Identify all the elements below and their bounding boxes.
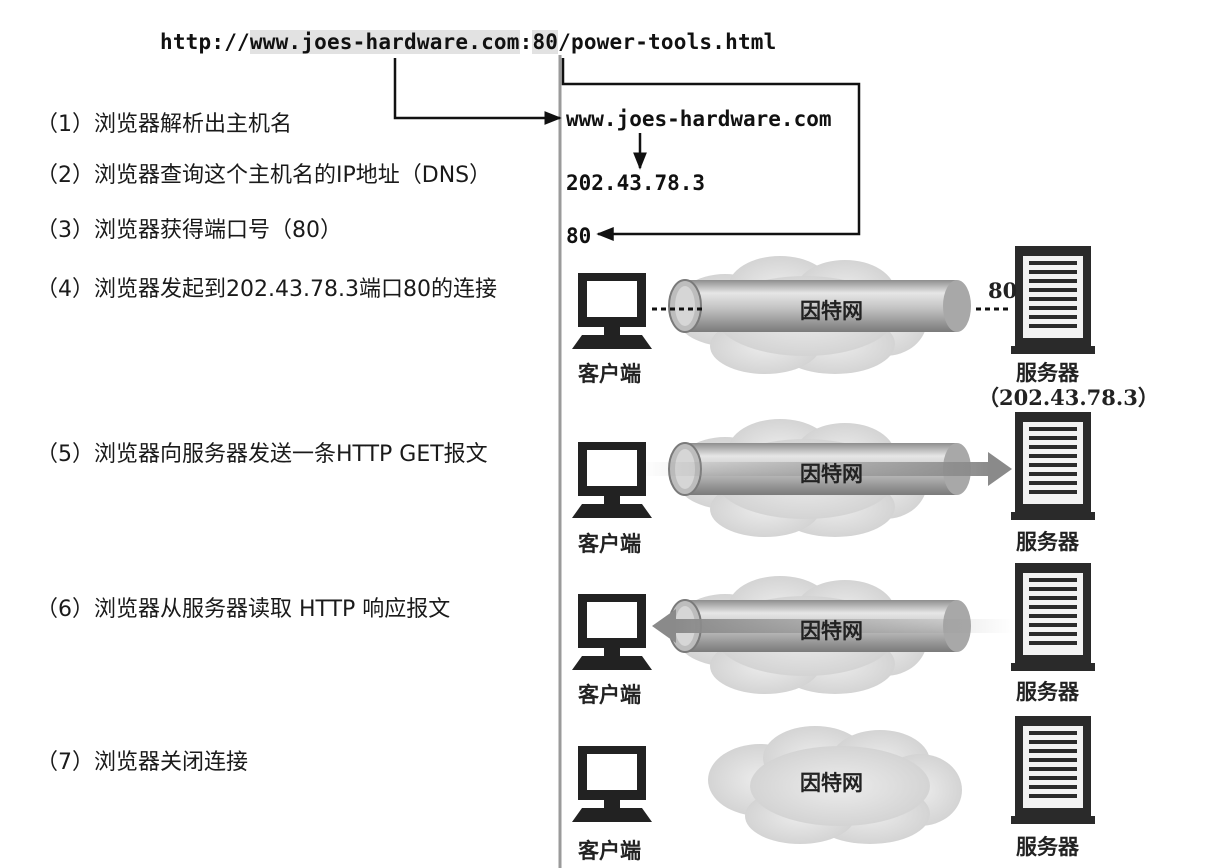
server-label-4: 服务器 <box>1016 360 1079 385</box>
client-icon-5 <box>572 442 652 518</box>
server-label-7: 服务器 <box>1016 834 1079 859</box>
client-label-7: 客户端 <box>578 838 641 863</box>
client-icon-7 <box>572 746 652 822</box>
server-icon-4 <box>1011 246 1095 354</box>
step-6-text: （6）浏览器从服务器读取 HTTP 响应报文 <box>36 597 451 622</box>
url-path: /power-tools.html <box>558 30 777 54</box>
row4-group <box>572 246 1095 374</box>
step-3-text: （3）浏览器获得端口号（80） <box>36 218 342 243</box>
resolved-port: 80 <box>566 224 592 248</box>
server-icon-7 <box>1011 716 1095 824</box>
port-arrow <box>561 58 861 241</box>
client-icon-6 <box>572 594 652 670</box>
internet-label-7: 因特网 <box>800 770 863 795</box>
resolved-ip: 202.43.78.3 <box>566 171 706 195</box>
server-label-5: 服务器 <box>1016 529 1079 554</box>
url-host: www.joes-hardware.com <box>249 30 520 54</box>
internet-label-6: 因特网 <box>800 618 863 643</box>
server-port-label: 80 <box>988 278 1018 303</box>
step-1-text: （1）浏览器解析出主机名 <box>36 112 292 137</box>
internet-label-4: 因特网 <box>800 298 863 323</box>
step-5-text: （5）浏览器向服务器发送一条HTTP GET报文 <box>36 442 488 467</box>
client-label-5: 客户端 <box>578 531 641 556</box>
row5-group <box>572 412 1095 537</box>
step-7-text: （7）浏览器关闭连接 <box>36 750 248 775</box>
url-colon: : <box>519 30 533 54</box>
client-label-4: 客户端 <box>578 361 641 386</box>
step-2-text: （2）浏览器查询这个主机名的IP地址（DNS） <box>36 163 492 188</box>
server-icon-6 <box>1011 563 1095 671</box>
url-scheme: http:// <box>160 30 250 54</box>
client-icon-4 <box>572 273 652 349</box>
url-text: http://www.joes-hardware.com:80/power-to… <box>160 30 777 54</box>
hostname-arrow <box>393 58 562 125</box>
url-port: 80 <box>532 30 559 54</box>
server-icon-5 <box>1011 412 1095 520</box>
resolved-hostname: www.joes-hardware.com <box>566 107 832 131</box>
internet-label-5: 因特网 <box>800 461 863 486</box>
client-label-6: 客户端 <box>578 682 641 707</box>
server-ip-label: （202.43.78.3） <box>978 385 1159 410</box>
server-label-6: 服务器 <box>1016 679 1079 704</box>
row6-group <box>572 563 1095 694</box>
step-4-text: （4）浏览器发起到202.43.78.3端口80的连接 <box>36 277 497 302</box>
